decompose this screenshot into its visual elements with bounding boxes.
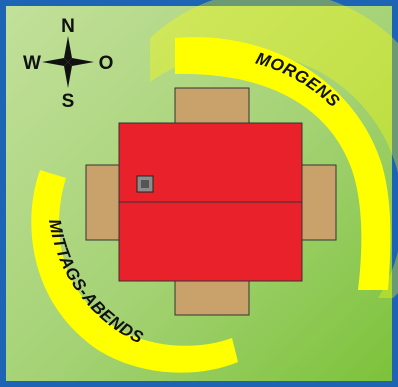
compass-south-label: S: [62, 91, 75, 112]
compass-needle-west: [42, 58, 68, 66]
compass-needle-north: [64, 36, 72, 62]
compass-west-label: W: [23, 53, 41, 74]
compass-rose: N S W O: [23, 16, 113, 112]
terrace-west: [85, 164, 121, 241]
chimney-opening: [141, 180, 149, 188]
morning-arc-glow: [150, 0, 398, 298]
compass-needle-east: [68, 58, 94, 66]
compass-east-label: O: [99, 53, 114, 74]
terrace-south: [174, 279, 250, 316]
terrace-east: [301, 164, 337, 241]
compass-north-label: N: [61, 16, 75, 37]
compass-needle-south: [64, 62, 72, 88]
terrace-north: [174, 87, 250, 125]
afternoon-arc: [31, 170, 239, 373]
morning-arc: [175, 37, 391, 291]
